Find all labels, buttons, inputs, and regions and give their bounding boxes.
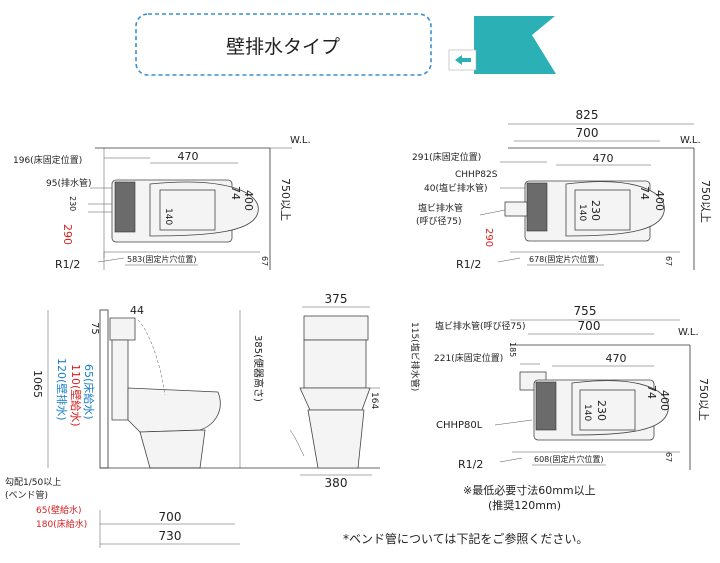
wl-label-2: W.L. bbox=[680, 135, 701, 146]
slope-label: 勾配1/50以上 bbox=[5, 476, 61, 488]
dim-1065: 1065 bbox=[31, 370, 44, 398]
dim-140: 140 bbox=[163, 208, 173, 225]
dim-700-3: 700 bbox=[578, 319, 601, 333]
dim-470: 470 bbox=[178, 150, 199, 163]
dim-825: 825 bbox=[576, 108, 599, 122]
floor-fix-label-3: 221(床固定位置) bbox=[434, 352, 503, 364]
dim-164: 164 bbox=[369, 392, 379, 409]
bowl-height-label: 385(便器高さ) bbox=[252, 335, 265, 402]
dim-74: 74 bbox=[229, 186, 242, 200]
floor-water-label: 65(床給水) bbox=[82, 364, 96, 420]
floor-fix-label-2: 291(床固定位置) bbox=[412, 151, 481, 163]
chhp-label-2: CHHP80L bbox=[436, 420, 483, 431]
wall-drain-badge-icon bbox=[474, 16, 556, 74]
dim-290-2: 290 bbox=[483, 228, 494, 247]
pvc-drain-label: 40(塩ビ排水管) bbox=[424, 182, 487, 194]
dim-230-3: 230 bbox=[595, 400, 608, 421]
dim-230: 230 bbox=[68, 196, 77, 211]
dim-750-2: 750以上 bbox=[699, 180, 712, 223]
min-space-note: ※最低必要寸法60mm以上 bbox=[463, 483, 596, 497]
side-view: 44 75 1065 120(壁排水) 110(壁給水) 65(床給水) 385… bbox=[5, 304, 380, 548]
plan-view-right: 825 700 W.L. 291(床固定位置) 470 CHHP82S 40(塩… bbox=[412, 108, 712, 271]
dim-470-3: 470 bbox=[606, 352, 627, 365]
chhp-label: CHHP82S bbox=[455, 170, 498, 180]
dim-400-3: 400 bbox=[658, 390, 671, 411]
pvc-label-2: (呼び径75) bbox=[416, 215, 461, 227]
wall-drain-label: 120(壁排水) bbox=[55, 358, 69, 421]
plan-view-left: W.L. 196(床固定位置) 470 95(排水管) 140 74 400 2… bbox=[13, 135, 311, 271]
wl-label-3: W.L. bbox=[678, 327, 699, 338]
bend-pipe-note: *ベンド管については下記をご参照ください。 bbox=[343, 531, 588, 546]
dim-400: 400 bbox=[242, 190, 255, 211]
pvc-label-1: 塩ビ排水管 bbox=[418, 202, 463, 214]
dim-140-2: 140 bbox=[577, 204, 587, 221]
wall-water-2-label: 65(壁給水) bbox=[36, 504, 81, 516]
front-view: 375 164 380 bbox=[289, 292, 380, 490]
dim-375: 375 bbox=[325, 292, 348, 306]
r12-label-3: R1/2 bbox=[458, 458, 483, 471]
fix-hole-label-2: 678(固定片穴位置) bbox=[529, 254, 599, 264]
recommended-note: (推奨120mm) bbox=[488, 498, 561, 512]
title-box bbox=[135, 13, 432, 76]
dim-140-3: 140 bbox=[582, 404, 592, 421]
dim-115: 115(塩ビ排水管) bbox=[409, 322, 421, 391]
dim-67-3: 67 bbox=[664, 452, 673, 462]
dim-380: 380 bbox=[325, 476, 348, 490]
bend-label: (ベンド管) bbox=[5, 489, 48, 501]
dim-755: 755 bbox=[574, 304, 597, 318]
dim-67-2: 67 bbox=[664, 256, 673, 266]
wl-label: W.L. bbox=[290, 135, 311, 146]
dim-470-2: 470 bbox=[593, 152, 614, 165]
wall-water-label: 110(壁給水) bbox=[69, 364, 83, 427]
fix-hole-label: 583(固定片穴位置) bbox=[127, 254, 197, 264]
dim-700-side: 700 bbox=[159, 510, 182, 524]
page-title: 壁排水タイプ bbox=[226, 36, 340, 58]
dim-700: 700 bbox=[576, 126, 599, 140]
dim-290: 290 bbox=[61, 224, 74, 245]
drain-pipe-label: 95(排水管) bbox=[46, 177, 91, 189]
floor-fix-label: 196(床固定位置) bbox=[13, 154, 82, 166]
plan-view-bottom: 塩ビ排水管(呼び径75) 755 700 W.L. 115(塩ビ排水管) 185… bbox=[409, 304, 710, 471]
dim-74-2: 74 bbox=[638, 186, 651, 200]
fix-hole-label-3: 608(固定片穴位置) bbox=[534, 454, 604, 464]
dim-75: 75 bbox=[89, 322, 100, 335]
r12-label-2: R1/2 bbox=[456, 258, 481, 271]
dim-750-3: 750以上 bbox=[697, 378, 710, 421]
dim-750: 750以上 bbox=[279, 178, 292, 221]
left-arrow-icon bbox=[455, 55, 471, 65]
floor-water-2-label: 180(床給水) bbox=[36, 518, 87, 530]
dim-185: 185 bbox=[508, 342, 517, 357]
pvc-drain-label-3: 塩ビ排水管(呼び径75) bbox=[435, 320, 525, 332]
dim-230-2: 230 bbox=[589, 200, 602, 221]
dim-730-side: 730 bbox=[159, 529, 182, 543]
dim-400-2: 400 bbox=[653, 190, 666, 211]
dim-74-3: 74 bbox=[645, 385, 658, 399]
dim-67: 67 bbox=[260, 256, 269, 266]
dim-44: 44 bbox=[130, 304, 144, 317]
r12-label: R1/2 bbox=[55, 258, 80, 271]
